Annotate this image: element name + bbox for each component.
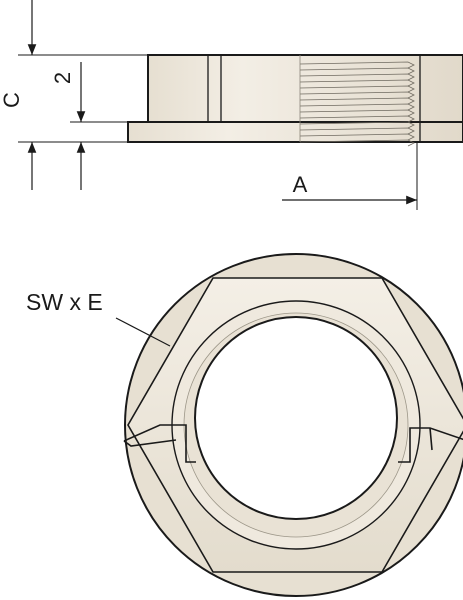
dim-2-label: 2 xyxy=(50,72,75,84)
top-view: SW x E xyxy=(26,253,463,597)
thread-line xyxy=(299,139,415,147)
bore xyxy=(194,316,398,520)
thread-line xyxy=(299,121,415,129)
thread-line xyxy=(299,127,415,135)
dimension-a: A xyxy=(282,142,418,210)
dim-c-label: C xyxy=(0,92,24,108)
thread-line xyxy=(299,103,415,111)
slot-notch-right xyxy=(398,427,463,463)
sw-leader-line xyxy=(115,317,171,347)
thread-line xyxy=(299,91,415,99)
thread-line xyxy=(299,97,415,105)
thread-line xyxy=(299,73,415,81)
dimension-c: C xyxy=(0,0,148,190)
dim-a-label: A xyxy=(293,172,308,197)
thread-line xyxy=(299,61,415,69)
thread-line xyxy=(299,85,415,93)
thread-section xyxy=(299,61,415,147)
dimension-2: 2 xyxy=(50,62,128,190)
side-view xyxy=(127,54,463,147)
thread-line xyxy=(299,133,415,141)
thread-line xyxy=(299,67,415,75)
slot-notch-left xyxy=(123,424,196,463)
wrench-size-label: SW x E xyxy=(26,289,103,315)
thread-line xyxy=(299,79,415,87)
thread-line xyxy=(299,109,415,117)
thread-line xyxy=(299,115,415,123)
